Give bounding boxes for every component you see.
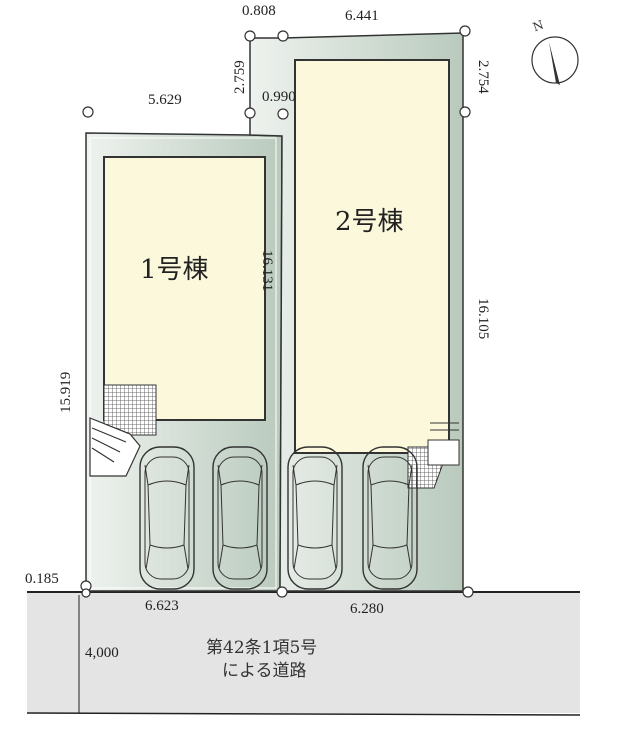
building-2 <box>294 59 450 454</box>
boundary-markers <box>80 25 474 598</box>
steps-1 <box>89 417 141 477</box>
dim-corner-offset: 0.185 <box>25 571 59 587</box>
dim-divider: 16.131 <box>259 250 275 291</box>
dim-lot1-left: 15.919 <box>58 372 74 413</box>
compass-north-label: N <box>531 18 546 35</box>
road-label-line2: による道路 <box>222 661 307 681</box>
north-compass-icon: N <box>531 18 579 85</box>
dim-road-width: 4,000 <box>85 645 119 661</box>
dim-top-lot1: 5.629 <box>148 92 182 108</box>
dim-top-lot2: 6.441 <box>345 8 379 24</box>
road-label-line1: 第42条1項5号 <box>206 638 317 658</box>
dim-top-lot2-left: 0.808 <box>242 3 276 19</box>
building-2-label: 2号棟 <box>335 207 404 237</box>
road <box>27 592 580 713</box>
dim-bottom-lot2: 6.280 <box>350 601 384 617</box>
dim-lot2-left-step: 2.759 <box>232 60 248 94</box>
dim-lot2-right: 16.105 <box>475 298 491 339</box>
dim-bottom-lot1: 6.623 <box>145 598 179 614</box>
dim-step-offset: 0.990 <box>262 89 296 105</box>
building-1-label: 1号棟 <box>140 255 209 285</box>
dim-lot2-right-step: 2.754 <box>475 60 491 94</box>
steps-2 <box>427 422 460 466</box>
building-1 <box>103 156 266 421</box>
